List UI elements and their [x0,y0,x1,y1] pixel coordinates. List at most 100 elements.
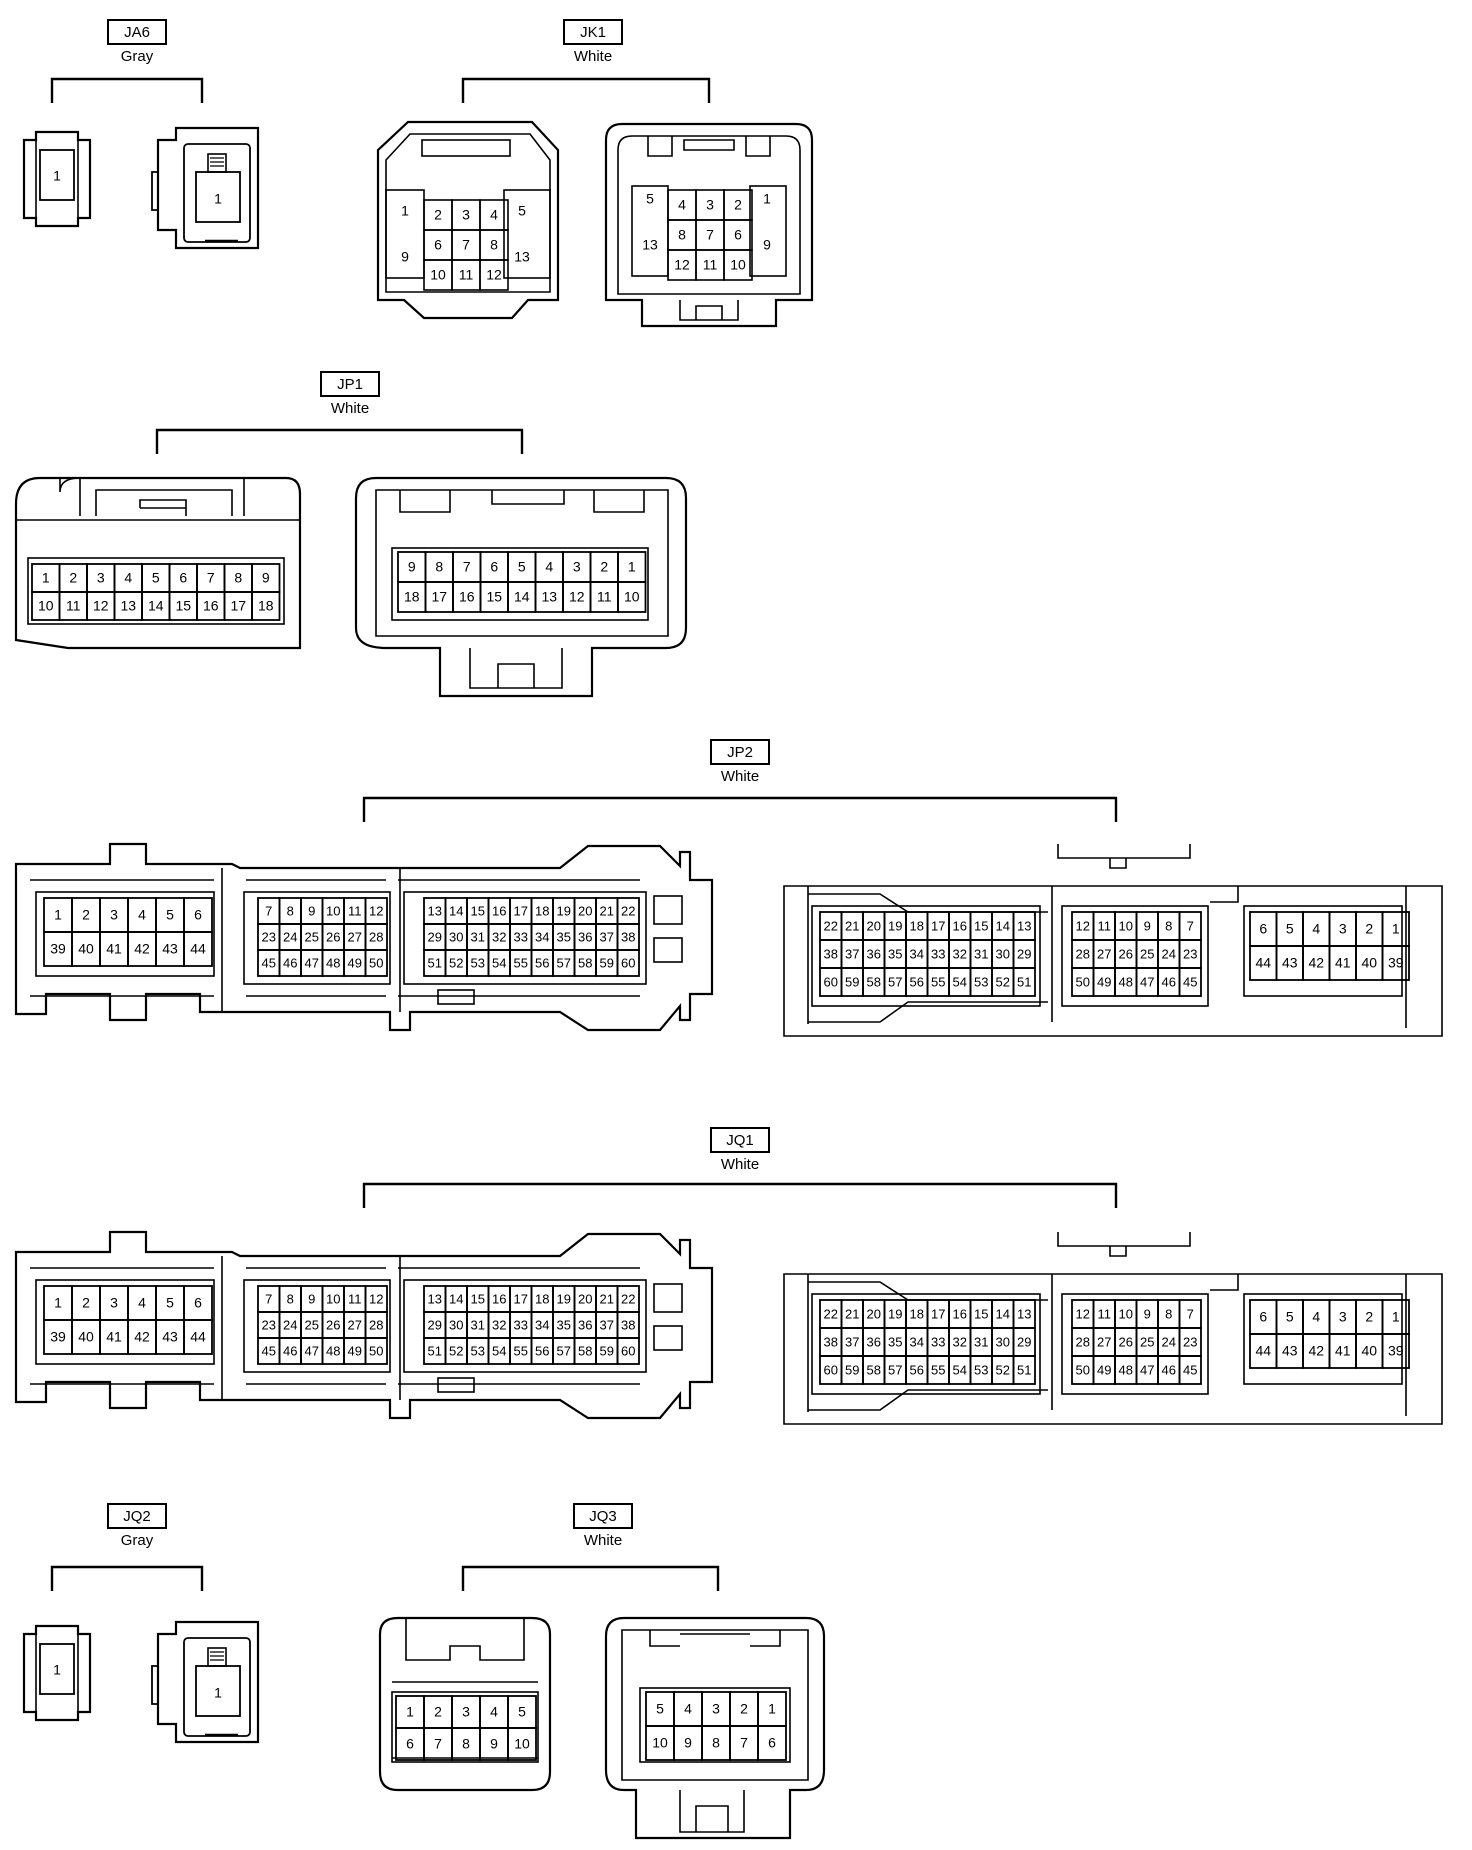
pin-label: 47 [305,1343,319,1358]
pin-label: 31 [974,1334,988,1349]
pin-label: 18 [258,598,274,614]
pin-label: 55 [931,1362,945,1377]
pin-label: 44 [1255,955,1271,971]
pin-label: 39 [50,941,66,957]
pin-label: 35 [888,1334,902,1349]
inner-frame [621,1629,809,1781]
pin-label: 26 [1119,946,1133,961]
pin-cell [39,1643,75,1695]
pin-label: 42 [134,1329,150,1345]
pin-label: 9 [308,1291,315,1306]
pin-label: 46 [1162,1362,1176,1377]
pin-label: 6 [768,1735,776,1751]
pin-label: 17 [514,1291,528,1306]
pin-cell [616,1337,640,1365]
pin-label: 14 [449,903,463,918]
pin-label: 25 [305,1317,319,1332]
pin-label: 47 [1140,974,1154,989]
pin-label: 5 [166,907,174,923]
pin-cell [183,1319,213,1355]
connector-color: Gray [121,48,154,65]
connector-color: White [721,768,759,785]
pin-label: 26 [326,929,340,944]
pin-label: 27 [1097,1334,1111,1349]
block-frame [1061,1293,1209,1395]
keyway [653,895,683,925]
pin-label: 13 [1017,1306,1031,1321]
pin-label: 5 [1286,1309,1294,1325]
pin-label: 24 [283,929,297,944]
pin-label: 50 [1076,974,1090,989]
pin-label: 9 [763,237,771,253]
pin-label: 29 [1017,1334,1031,1349]
pin-label: 6 [1259,921,1267,937]
bottom-latch [679,300,739,321]
pin-label: 4 [1312,1309,1320,1325]
pin-label: 39 [1388,955,1404,971]
pin-label: 39 [1388,1343,1404,1359]
pin-label: 10 [730,257,746,273]
connector-id: JK1 [580,24,606,41]
pin-label: 52 [449,955,463,970]
pin-label: 20 [867,918,881,933]
bottom-latch [469,648,563,689]
pin-label: 2 [600,559,608,575]
pin-label: 11 [459,267,474,283]
pin-label: 11 [348,1291,362,1306]
pin-label: 38 [621,1317,635,1332]
pin-cell [1012,967,1036,997]
pin-label: 34 [535,929,549,944]
pin-label: 13 [514,249,530,265]
pin-label: 49 [348,1343,362,1358]
pin-label: 39 [50,1329,66,1345]
side-block [749,185,787,277]
pin-label: 48 [1119,974,1133,989]
pin-label: 11 [597,589,612,605]
pin-label: 5 [152,570,160,586]
pin-label: 20 [578,903,592,918]
pin-label: 58 [867,1362,881,1377]
pin-label: 7 [434,1736,442,1752]
receptacle-outline [156,1620,260,1744]
pin-label: 32 [492,929,506,944]
pin-label: 30 [996,1334,1010,1349]
pin-label: 8 [678,227,686,243]
pin-label: 56 [910,974,924,989]
connector-ja6: 11 [22,126,260,250]
top-detail [649,1630,781,1647]
top-hood [59,477,245,516]
pin-label: 4 [545,559,553,575]
pin-label: 2 [1365,921,1373,937]
pin-label: 28 [369,1317,383,1332]
pin-label: 25 [1140,946,1154,961]
pin-label: 50 [369,955,383,970]
block-frame [243,891,391,985]
pin-cell [1381,945,1410,981]
pin-label: 46 [1162,974,1176,989]
pin-cell [1178,967,1202,997]
pin-cell [1178,1355,1202,1385]
pin-label: 13 [428,903,442,918]
pin-label: 49 [348,955,362,970]
pin-label: 9 [1144,918,1151,933]
housing-left [378,1616,552,1792]
pin-label: 27 [348,929,362,944]
pin-cell [39,149,75,201]
pin-label: 18 [404,589,420,605]
block-frame [1243,905,1403,997]
pin-label: 58 [867,974,881,989]
inner-frame [783,1273,1443,1425]
pin-label: 15 [175,598,191,614]
pin-label: 1 [53,168,61,184]
pin-label: 4 [124,570,132,586]
pin-label: 48 [1119,1362,1133,1377]
connector-id: JQ3 [589,1508,617,1525]
pin-label: 52 [996,1362,1010,1377]
pin-label: 5 [166,1295,174,1311]
pin-label: 38 [824,1334,838,1349]
pin-label: 19 [888,918,902,933]
plug-ribs [35,134,79,224]
